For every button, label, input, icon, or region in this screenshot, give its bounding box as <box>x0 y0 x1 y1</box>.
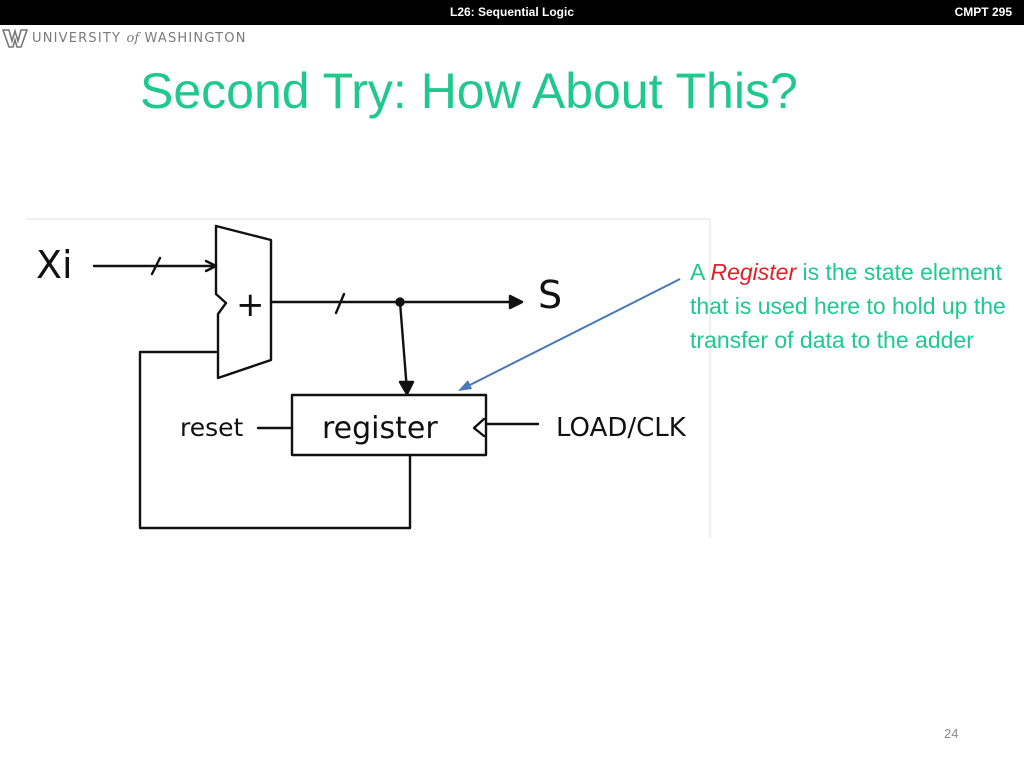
register-input-arrowhead <box>398 380 415 396</box>
clock-label: LOAD/CLK <box>556 413 687 443</box>
register-term: Register <box>710 259 797 285</box>
clock-input-marker <box>472 417 486 438</box>
university-name-of: of <box>126 30 140 46</box>
feedback-tap-wire <box>398 300 409 393</box>
input-arrowhead <box>204 259 218 273</box>
input-label: Xi <box>36 243 73 287</box>
lecture-title: L26: Sequential Logic <box>450 5 575 19</box>
accumulator-diagram: Xi S + reset register LOAD/CLK <box>26 218 711 539</box>
course-code: CMPT 295 <box>954 5 1012 19</box>
register-label: register <box>322 411 438 446</box>
note-prefix: A <box>690 259 705 285</box>
university-name: UNIVERSITY of WASHINGTON <box>32 31 247 46</box>
slide-header-bar: L26: Sequential Logic CMPT 295 <box>0 0 1024 25</box>
output-arrowhead <box>508 294 524 310</box>
university-name-left: UNIVERSITY <box>32 30 122 46</box>
page-number: 24 <box>944 726 959 741</box>
output-label: S <box>538 273 562 317</box>
uw-w-icon <box>2 28 28 48</box>
input-bus-slash <box>150 256 162 276</box>
reset-label: reset <box>180 413 244 442</box>
feedback-loop-wire <box>138 350 412 530</box>
output-bus-slash <box>334 292 346 315</box>
university-name-right: WASHINGTON <box>144 30 247 46</box>
adder-plus-symbol: + <box>236 285 265 325</box>
register-explanation: A Register is the state element that is … <box>690 255 1010 357</box>
adder-shape <box>214 224 273 380</box>
slide-title: Second Try: How About This? <box>140 63 798 119</box>
note-rest: is the state element that is used here t… <box>690 259 1006 353</box>
university-logo: UNIVERSITY of WASHINGTON <box>2 27 247 49</box>
